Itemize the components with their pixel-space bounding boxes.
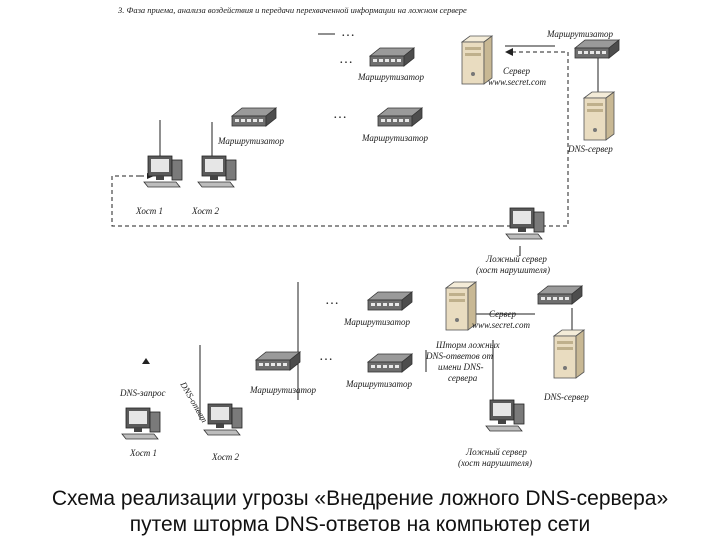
top-host2-computer-icon (197, 155, 237, 188)
bottom-router-label-1: Маршрутизатор (343, 317, 411, 327)
bottom-router-4 (537, 285, 583, 305)
bottom-fake-server-computer-icon (485, 399, 525, 432)
top-router-label-2: Маршрутизатор (361, 133, 429, 143)
top-router-4 (574, 39, 620, 59)
top-server-label-1: Сервер (503, 66, 530, 76)
bottom-host2-label: Хост 2 (211, 452, 240, 462)
caption-line-1: Схема реализации угрозы «Внедрение ложно… (51, 487, 669, 510)
bottom-router-3 (255, 351, 301, 371)
top-ellipsis-3: … (334, 107, 346, 122)
bottom-server-label-2: www.secret.com (472, 320, 530, 330)
top-fake-server-label-1: Ложный сервер (485, 254, 547, 264)
top-fake-server-label-2: (хост нарушителя) (476, 265, 550, 275)
bottom-storm-label-3: имени DNS- (438, 362, 483, 372)
bottom-storm-label-4: сервера (448, 373, 478, 383)
top-host1-label: Хост 1 (135, 206, 163, 216)
bottom-dns-answer-label: DNS-ответ (178, 379, 210, 425)
top-phase-title: 3. Фаза приема, анализа воздействия и пе… (117, 5, 467, 15)
caption-line-2: путем шторма DNS-ответов на компьютер се… (129, 513, 591, 536)
bottom-host1-label: Хост 1 (129, 448, 157, 458)
bottom-dns-server-label: DNS-сервер (543, 392, 589, 402)
top-ellipsis-1: … (342, 25, 354, 40)
top-router-label-1: Маршрутизатор (357, 72, 425, 82)
top-server-label-2: www.secret.com (488, 77, 546, 87)
top-host2-label: Хост 2 (191, 206, 220, 216)
bottom-host2-computer-icon (203, 403, 243, 436)
top-host1-computer-icon (143, 155, 183, 188)
bottom-ellipsis-2: … (320, 349, 332, 364)
bottom-ellipsis-1: … (326, 293, 338, 308)
bottom-storm-label-2: DNS-ответов от (425, 351, 493, 361)
bottom-dns-server-icon (553, 329, 585, 379)
bottom-dns-request-label: DNS-запрос (119, 388, 166, 398)
top-router-label-4: Маршрутизатор (546, 29, 614, 39)
top-router-2 (377, 107, 423, 127)
bottom-server-label-1: Сервер (489, 309, 516, 319)
bottom-host1-computer-icon (121, 407, 161, 440)
top-router-1 (369, 47, 415, 67)
top-dns-server-label: DNS-сервер (567, 144, 613, 154)
bottom-fake-server-label-1: Ложный сервер (465, 447, 527, 457)
top-fake-server-computer-icon (505, 207, 545, 240)
bottom-router-1 (367, 291, 413, 311)
bottom-router-label-3: Маршрутизатор (249, 385, 317, 395)
bottom-storm-label-1: Шторм ложных (435, 340, 500, 350)
bottom-fake-server-label-2: (хост нарушителя) (458, 458, 532, 468)
top-router-label-3: Маршрутизатор (217, 136, 285, 146)
top-ellipsis-2: … (340, 52, 352, 67)
top-dns-server-icon (583, 91, 615, 141)
top-router-3 (231, 107, 277, 127)
bottom-router-label-2: Маршрутизатор (345, 379, 413, 389)
bottom-router-2 (367, 353, 413, 373)
